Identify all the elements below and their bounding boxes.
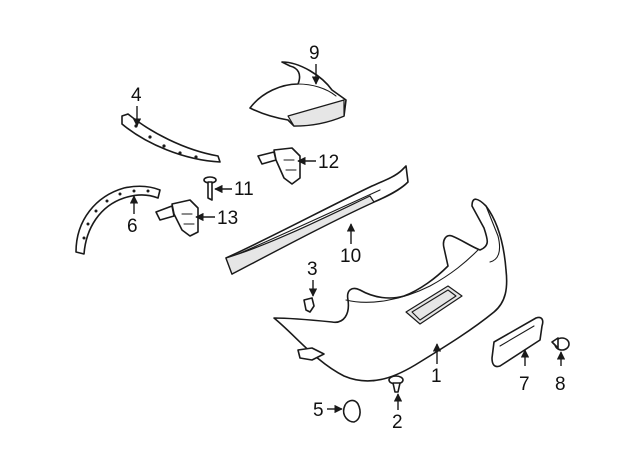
callout-11: 11 — [234, 179, 254, 200]
callout-5: 5 — [313, 400, 324, 421]
part-7-plate — [491, 316, 544, 368]
callout-4: 4 — [131, 85, 142, 106]
callout-3: 3 — [307, 259, 318, 280]
part-9-upper-cover — [249, 61, 347, 127]
part-1-bumper-cover — [273, 198, 508, 382]
callout-7: 7 — [519, 374, 530, 395]
part-6-wheel-flare — [75, 185, 161, 255]
callout-1: 1 — [431, 366, 442, 387]
part-12-bracket — [257, 147, 301, 185]
part-2-retainer — [388, 375, 404, 393]
callout-9: 9 — [309, 43, 320, 64]
callout-labels: 9 4 12 11 6 13 10 3 1 2 5 7 8 — [127, 43, 566, 433]
callout-8: 8 — [555, 374, 566, 395]
part-8-fastener — [551, 337, 570, 351]
part-13-bracket — [155, 199, 199, 237]
part-11-push-pin — [203, 176, 217, 201]
callout-13: 13 — [217, 208, 238, 229]
callout-2: 2 — [392, 412, 403, 433]
callout-10: 10 — [340, 246, 361, 267]
leader-lines — [129, 64, 566, 414]
part-3-clip — [303, 297, 315, 313]
part-10-absorber — [225, 165, 409, 275]
part-5-reflector — [342, 399, 361, 423]
callout-6: 6 — [127, 216, 138, 237]
callout-12: 12 — [318, 152, 339, 173]
